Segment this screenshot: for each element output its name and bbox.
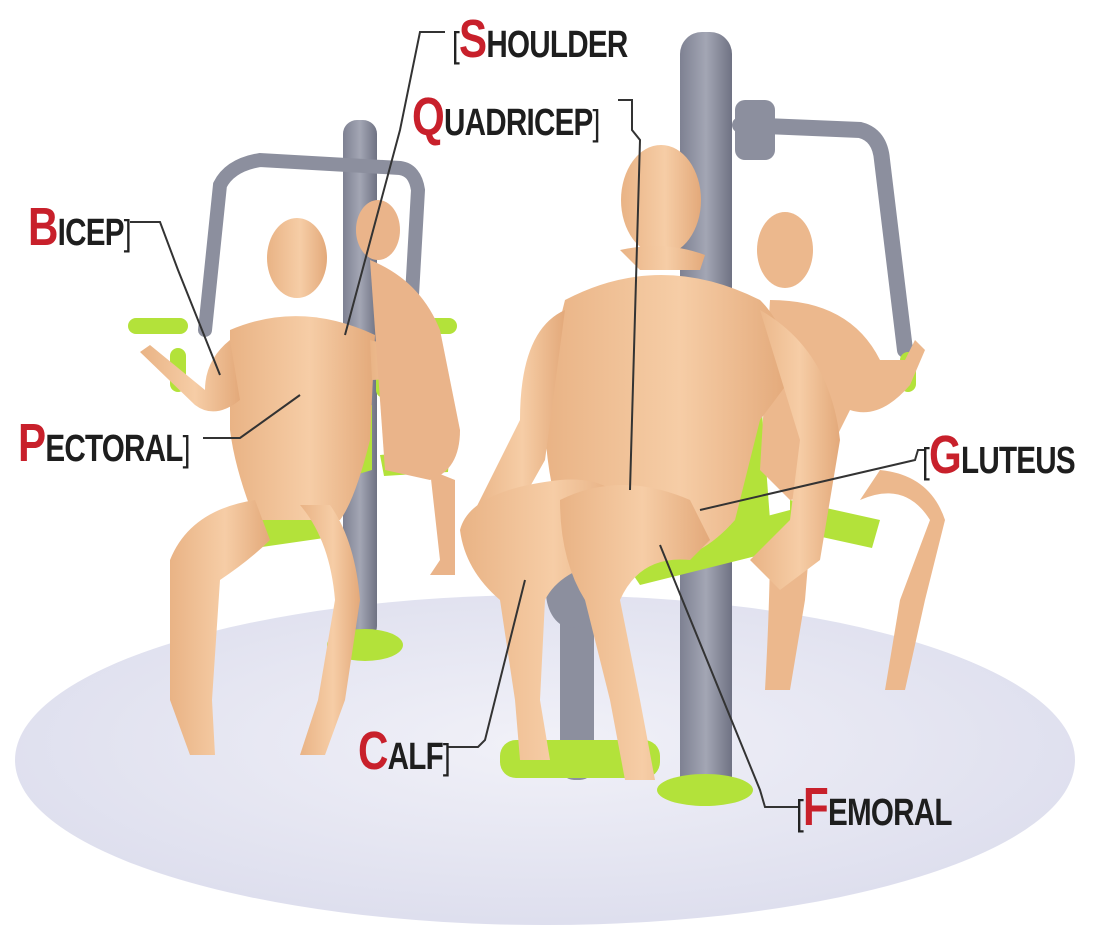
label-bicep-initial: B [28, 197, 58, 257]
label-femoral-initial: F [803, 777, 828, 837]
label-bicep: BICEP] [28, 200, 131, 254]
label-shoulder-text: HOULDER [486, 24, 627, 66]
label-pectoral-initial: P [18, 413, 45, 473]
label-calf: CALF] [358, 724, 450, 778]
label-gluteus: [GLUTEUS [922, 428, 1075, 482]
label-gluteus-text: LUTEUS [961, 440, 1075, 482]
label-quadricep-initial: Q [412, 87, 444, 147]
label-shoulder: [SHOULDER [452, 12, 627, 66]
label-calf-text: ALF [388, 736, 443, 778]
label-pectoral-text: ECTORAL [45, 428, 182, 470]
label-quadricep-text: UADRICEP [444, 102, 593, 144]
label-shoulder-initial: S [459, 9, 486, 69]
label-pectoral: PECTORAL] [18, 416, 190, 470]
label-bicep-text: ICEP [58, 212, 124, 254]
label-femoral-text: EMORAL [828, 792, 952, 834]
label-calf-initial: C [358, 721, 388, 781]
label-femoral: [FEMORAL [796, 780, 952, 834]
label-gluteus-initial: G [929, 425, 961, 485]
label-quadricep: QUADRICEP] [412, 90, 600, 144]
